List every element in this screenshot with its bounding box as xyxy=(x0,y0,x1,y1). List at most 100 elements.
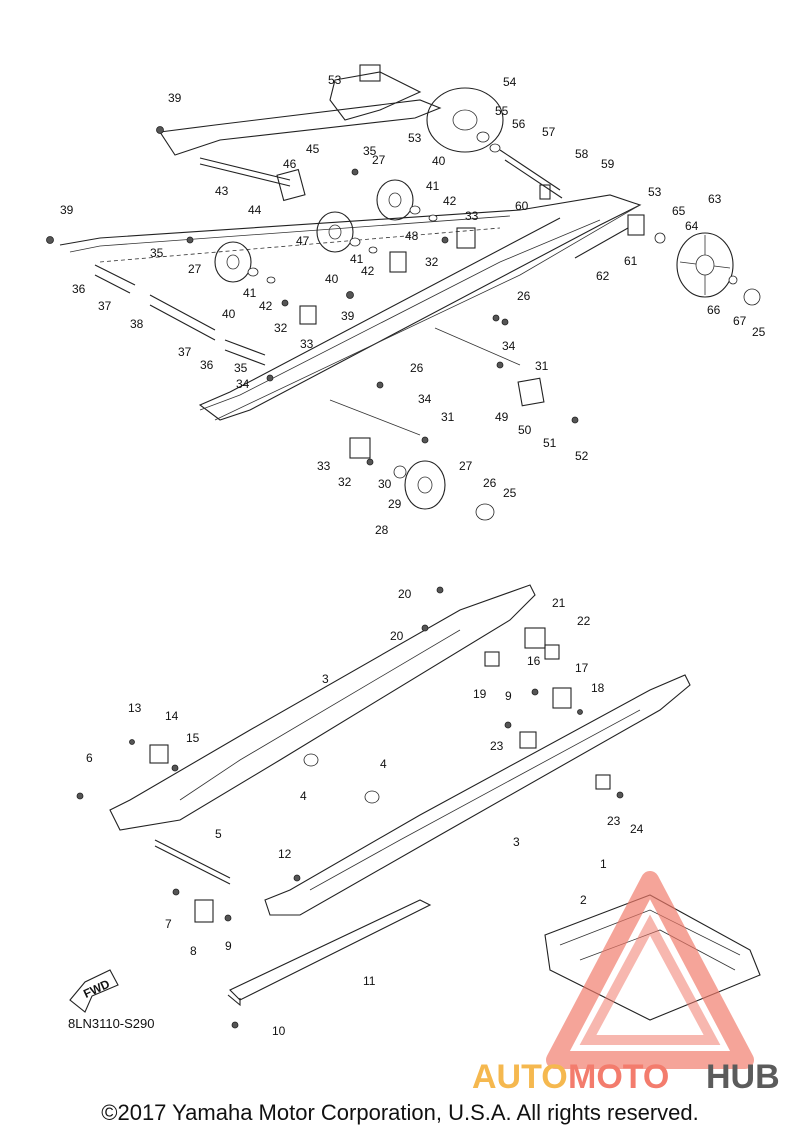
callout-34: 34 xyxy=(502,339,516,353)
callout-63: 63 xyxy=(708,192,722,206)
upper-rail-right xyxy=(159,71,641,421)
callout-42: 42 xyxy=(259,299,273,313)
wheel-63 xyxy=(654,232,761,306)
upper-rail-left xyxy=(59,194,642,421)
fwd-arrow-icon: FWD xyxy=(69,969,119,1013)
callout-23: 23 xyxy=(490,739,504,753)
callout-41: 41 xyxy=(426,179,440,193)
callout-55: 55 xyxy=(495,104,509,118)
callout-56: 56 xyxy=(512,117,526,131)
callout-35: 35 xyxy=(234,361,248,375)
callout-6: 6 xyxy=(86,751,93,765)
callout-7: 7 xyxy=(165,917,172,931)
callout-12: 12 xyxy=(278,847,292,861)
callout-33: 33 xyxy=(300,337,314,351)
callout-24: 24 xyxy=(630,822,644,836)
callout-37: 37 xyxy=(178,345,192,359)
callout-9: 9 xyxy=(505,689,512,703)
callout-17: 17 xyxy=(575,661,589,675)
callout-48: 48 xyxy=(405,229,419,243)
callout-40: 40 xyxy=(222,307,236,321)
callout-43: 43 xyxy=(215,184,229,198)
callout-54: 54 xyxy=(503,75,517,89)
callout-10: 10 xyxy=(272,1024,286,1038)
wheel-large-54 xyxy=(426,87,504,153)
callout-34: 34 xyxy=(418,392,432,406)
wheel-40-upper xyxy=(376,179,438,222)
callout-1: 1 xyxy=(600,857,607,871)
callout-40: 40 xyxy=(325,272,339,286)
callout-35: 35 xyxy=(150,246,164,260)
callout-30: 30 xyxy=(378,477,392,491)
callout-53: 53 xyxy=(328,73,342,87)
callout-32: 32 xyxy=(338,475,352,489)
callout-27: 27 xyxy=(372,153,386,167)
watermark-moto: MOTO xyxy=(568,1058,669,1096)
callout-27: 27 xyxy=(459,459,473,473)
callout-13: 13 xyxy=(128,701,142,715)
callout-11: 11 xyxy=(363,974,376,988)
callout-35: 35 xyxy=(363,144,377,158)
callout-39: 39 xyxy=(168,91,182,105)
callout-47: 47 xyxy=(296,234,310,248)
callout-61: 61 xyxy=(624,254,638,268)
diagram-code: 8LN3110-S290 xyxy=(68,1016,155,1031)
watermark-auto: AUTO xyxy=(472,1058,568,1096)
slide-rail-right xyxy=(264,674,691,916)
callout-8: 8 xyxy=(190,944,197,958)
callout-26: 26 xyxy=(483,476,497,490)
wheel-40-left xyxy=(214,241,276,284)
callout-39: 39 xyxy=(341,309,355,323)
callout-59: 59 xyxy=(601,157,615,171)
callout-36: 36 xyxy=(200,358,214,372)
callout-20: 20 xyxy=(390,629,404,643)
callout-28: 28 xyxy=(375,523,389,537)
callout-9: 9 xyxy=(225,939,232,953)
callout-33: 33 xyxy=(465,209,479,223)
callout-66: 66 xyxy=(707,303,721,317)
callout-14: 14 xyxy=(165,709,179,723)
callout-64: 64 xyxy=(685,219,699,233)
callout-26: 26 xyxy=(410,361,424,375)
callout-27: 27 xyxy=(188,262,202,276)
callout-67: 67 xyxy=(733,314,747,328)
callout-49: 49 xyxy=(495,410,509,424)
brackets-upper xyxy=(276,64,645,459)
bolts-lower xyxy=(76,586,624,1029)
callout-37: 37 xyxy=(98,299,112,313)
callout-32: 32 xyxy=(274,321,288,335)
callout-45: 45 xyxy=(306,142,320,156)
callout-62: 62 xyxy=(596,269,610,283)
slide-rail-left xyxy=(109,584,536,831)
callout-44: 44 xyxy=(248,203,262,217)
callout-34: 34 xyxy=(236,377,250,391)
callout-26: 26 xyxy=(517,289,531,303)
callout-3: 3 xyxy=(322,672,329,686)
axle-5 xyxy=(154,839,231,885)
slide-runner-11 xyxy=(227,899,432,1007)
callout-50: 50 xyxy=(518,423,532,437)
callout-5: 5 xyxy=(215,827,222,841)
callout-60: 60 xyxy=(515,199,529,213)
callout-52: 52 xyxy=(575,449,589,463)
callout-42: 42 xyxy=(361,264,375,278)
bolts-upper xyxy=(46,126,579,466)
watermark-hub: HUB xyxy=(706,1058,780,1096)
callout-22: 22 xyxy=(577,614,591,628)
callout-4: 4 xyxy=(380,757,387,771)
wheel-40-middle xyxy=(316,211,378,254)
shafts xyxy=(94,149,629,436)
callout-31: 31 xyxy=(535,359,549,373)
callout-2: 2 xyxy=(580,893,587,907)
callout-65: 65 xyxy=(672,204,686,218)
callout-51: 51 xyxy=(543,436,557,450)
callout-38: 38 xyxy=(130,317,144,331)
callout-53: 53 xyxy=(648,185,662,199)
callout-21: 21 xyxy=(552,596,566,610)
callout-42: 42 xyxy=(443,194,457,208)
callout-41: 41 xyxy=(243,286,257,300)
callout-18: 18 xyxy=(591,681,605,695)
callout-4: 4 xyxy=(300,789,307,803)
